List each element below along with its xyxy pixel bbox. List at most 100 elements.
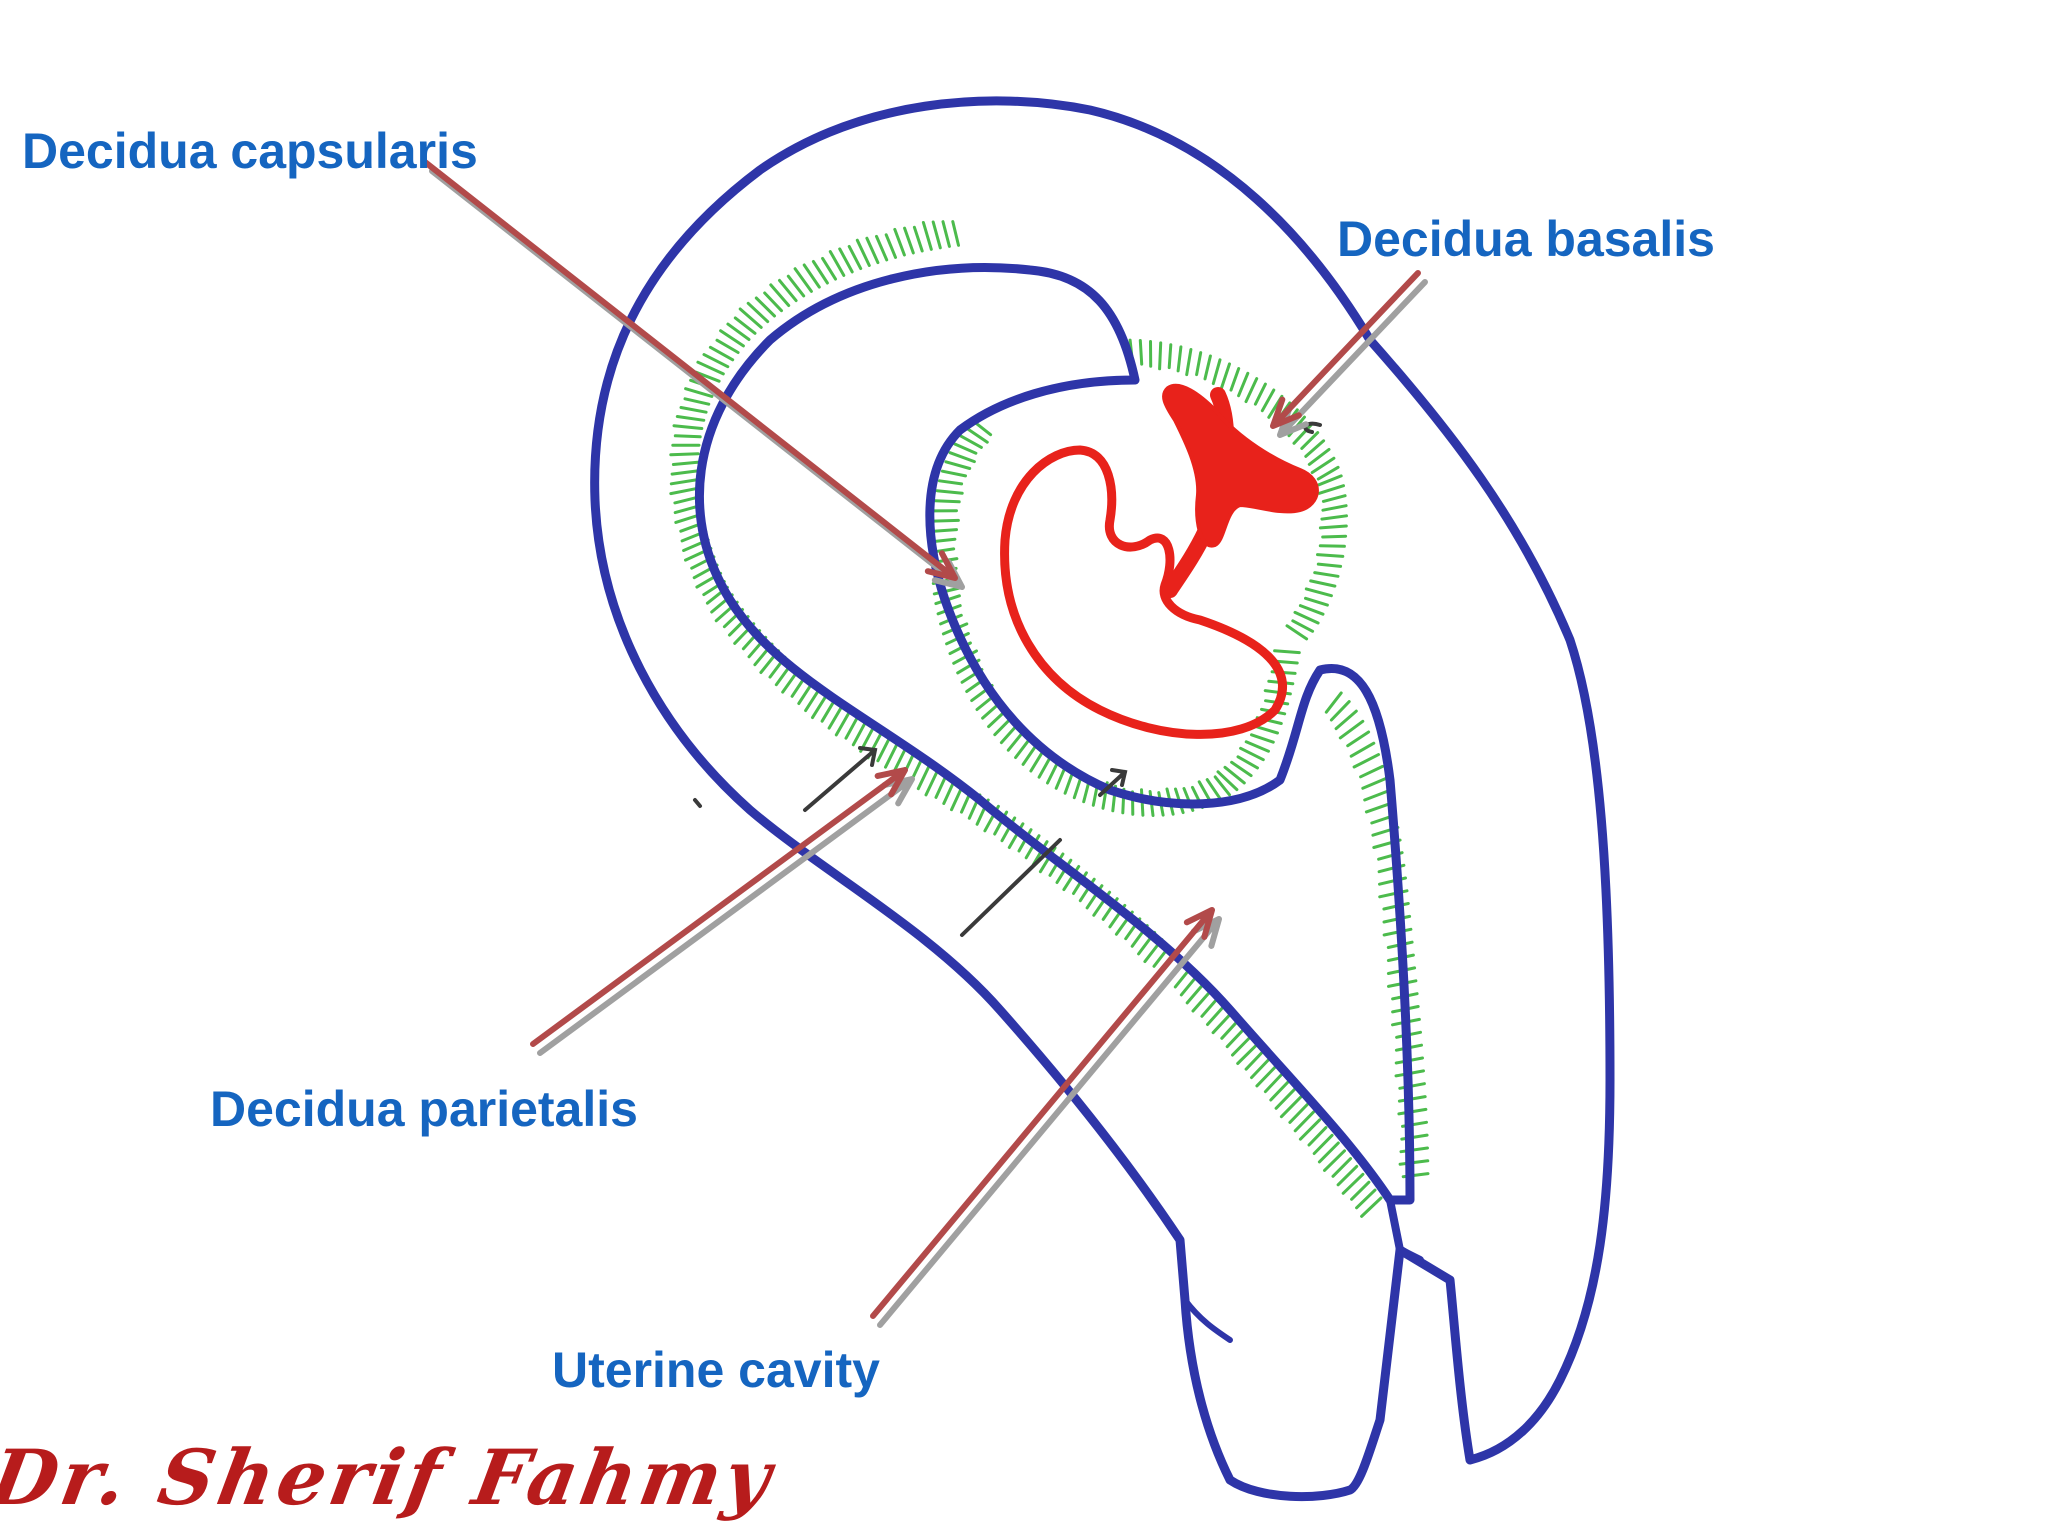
decidua-hatch-mark xyxy=(1310,456,1336,474)
pointer-marks xyxy=(693,421,1322,937)
decidua-hatch-mark xyxy=(951,220,960,247)
decidua-hatch-mark xyxy=(921,221,933,251)
label-decidua-capsularis: Decidua capsularis xyxy=(22,123,478,179)
decidua-hatch-mark xyxy=(1349,741,1376,758)
label-decidua-parietalis: Decidua parietalis xyxy=(210,1081,638,1137)
decidua-hatch-mark xyxy=(670,469,699,476)
decidua-hatch-mark xyxy=(1309,579,1337,588)
pointer-arrow xyxy=(537,776,915,1056)
decidua-hatch-mark xyxy=(1300,431,1320,450)
decidua-hatch-mark xyxy=(1244,377,1259,404)
embryo-body xyxy=(1000,445,1287,739)
decidua-hatch-mark xyxy=(669,478,700,486)
decidua-hatch-mark xyxy=(1250,1057,1272,1080)
decidua-hatch-mark xyxy=(708,345,735,362)
decidua-hatch-mark xyxy=(1225,1026,1247,1049)
decidua-hatch-mark xyxy=(1063,770,1075,795)
decidua-hatch-mark xyxy=(1158,341,1163,371)
decidua-hatch-mark xyxy=(893,227,906,257)
decidua-hatch-mark xyxy=(940,469,967,478)
decidua-hatch-mark xyxy=(811,260,829,285)
decidua-hatch-mark xyxy=(1318,524,1348,530)
decidua-hatch-mark xyxy=(1298,604,1325,616)
decidua-hatch-mark xyxy=(821,256,837,281)
decidua-hatch-mark xyxy=(679,406,708,414)
author-signature: Dr. Sherif Fahmy xyxy=(0,1433,782,1522)
decidua-hatch-mark xyxy=(1244,1049,1265,1071)
decidua-hatch-mark xyxy=(671,460,700,466)
decidua-hatch-mark xyxy=(738,307,763,329)
decidua-hatch-mark xyxy=(1138,339,1144,366)
decidua-hatch-mark xyxy=(1352,753,1380,769)
decidua-hatch-mark xyxy=(1321,534,1348,539)
decidua-hatch-mark xyxy=(875,234,889,262)
decidua-hatch-mark xyxy=(1298,1118,1322,1141)
decidua-hatch-mark xyxy=(1291,619,1315,633)
decidua-hatch-mark xyxy=(694,370,721,383)
decidua-hatch-mark xyxy=(912,225,924,253)
decidua-hatch-mark xyxy=(669,452,700,457)
decidua-hatch-mark xyxy=(1269,1080,1290,1102)
decidua-hatch-mark xyxy=(1304,587,1333,598)
decidua-hatch-mark xyxy=(1399,1146,1429,1154)
decidua-hatch-mark xyxy=(1244,740,1270,753)
decidua-hatch-mark xyxy=(1324,691,1343,714)
decidua-hatch-mark xyxy=(746,301,770,324)
decidua-hatch-mark xyxy=(1293,610,1320,625)
decidua-hatch-mark xyxy=(1211,1011,1234,1035)
decidua-hatch-mark xyxy=(1334,709,1358,731)
decidua-hatch-mark xyxy=(948,451,976,464)
decidua-hatch-mark xyxy=(937,479,964,486)
decidua-hatch-mark xyxy=(1236,755,1259,770)
decidua-hatch-mark xyxy=(958,434,983,449)
decidua-hatch-mark xyxy=(851,720,867,747)
decidua-hatch-mark xyxy=(793,267,813,293)
decidua-hatch-mark xyxy=(1304,596,1329,607)
decidua-hatch-mark xyxy=(1317,1141,1340,1164)
decidua-hatch-mark xyxy=(1317,484,1345,495)
decidua-hatch-mark xyxy=(834,709,852,737)
label-uterine-cavity: Uterine cavity xyxy=(552,1342,880,1398)
decidua-hatch-mark xyxy=(1211,358,1222,386)
decidua-hatch-mark xyxy=(1307,1126,1328,1147)
decidua-hatch-mark xyxy=(944,460,972,470)
decidua-hatch-mark xyxy=(1355,1188,1377,1210)
decidua-hatch-mark xyxy=(828,250,846,277)
decidua-hatch-mark xyxy=(838,247,854,274)
decidua-hatch-mark xyxy=(1292,423,1313,445)
decidua-hatch-mark xyxy=(672,424,704,430)
decidua-hatch-mark xyxy=(1320,514,1348,521)
label-decidua-basalis: Decidua basalis xyxy=(1337,211,1715,267)
decidua-hatch-mark xyxy=(675,415,706,422)
decidua-hatch-mark xyxy=(763,291,783,313)
decidua-hatch-mark xyxy=(1231,1034,1253,1057)
decidua-hatch-mark xyxy=(1236,1042,1260,1065)
decidua-hatch-mark xyxy=(778,278,798,303)
decidua-hatch-mark xyxy=(1293,1110,1315,1133)
decidua-hatch-mark xyxy=(696,360,725,376)
decidua-hatch-mark xyxy=(1304,439,1326,458)
pointer-arrow xyxy=(1270,270,1421,429)
decidua-hatch-mark xyxy=(1338,719,1365,740)
decidua-hatch-mark xyxy=(811,692,829,720)
decidua-hatch-mark xyxy=(964,426,989,444)
decidua-hatch-mark xyxy=(1219,362,1231,391)
decidua-hatch-mark xyxy=(933,499,961,504)
uterine-cavity-outline xyxy=(694,263,1415,1205)
decidua-hatch-mark xyxy=(786,274,806,298)
decidua-hatch-mark xyxy=(1263,1072,1284,1094)
cervical-canal-line xyxy=(1182,1297,1233,1343)
decidua-hatch-mark xyxy=(865,236,880,265)
decidua-hatch-mark xyxy=(1321,494,1347,503)
decidua-hatch-mark xyxy=(1273,649,1301,655)
decidua-hatch-mark xyxy=(1317,474,1343,487)
decidua-hatch-mark xyxy=(1329,700,1351,722)
label-pointers xyxy=(422,159,1428,1328)
decidua-hatch-mark xyxy=(1230,760,1253,778)
decidua-hatch-mark xyxy=(673,434,702,439)
decidua-hatch-mark xyxy=(827,704,844,730)
decidua-hatch-mark xyxy=(1176,345,1183,373)
decidua-hatch-mark xyxy=(935,489,964,495)
decidua-hatch-mark xyxy=(1021,743,1039,766)
decidua-hatch-mark xyxy=(820,698,837,723)
